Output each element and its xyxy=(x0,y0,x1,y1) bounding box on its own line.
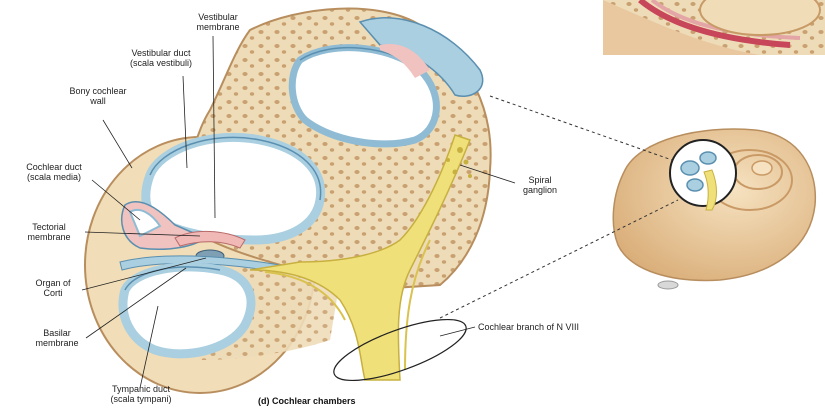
label-basilar-membrane: Basilar membrane xyxy=(28,328,86,348)
label-spiral-ganglion: Spiral ganglion xyxy=(514,175,566,195)
top-corner-inset xyxy=(603,0,825,55)
label-vestibular-membrane: Vestibular membrane xyxy=(188,12,248,32)
projection-line-top xyxy=(490,96,672,160)
label-tympanic-duct: Tympanic duct (scala tympani) xyxy=(98,384,184,404)
label-tectorial-membrane: Tectorial membrane xyxy=(14,222,84,242)
figure-caption: (d) Cochlear chambers xyxy=(258,396,356,406)
scala-tympani xyxy=(123,267,251,354)
label-organ-of-corti: Organ of Corti xyxy=(24,278,82,298)
label-vestibular-duct: Vestibular duct (scala vestibuli) xyxy=(118,48,204,68)
label-cochlear-duct: Cochlear duct (scala media) xyxy=(14,162,94,182)
label-cochlear-branch: Cochlear branch of N VIII xyxy=(478,322,618,332)
label-bony-cochlear-wall: Bony cochlear wall xyxy=(58,86,138,106)
